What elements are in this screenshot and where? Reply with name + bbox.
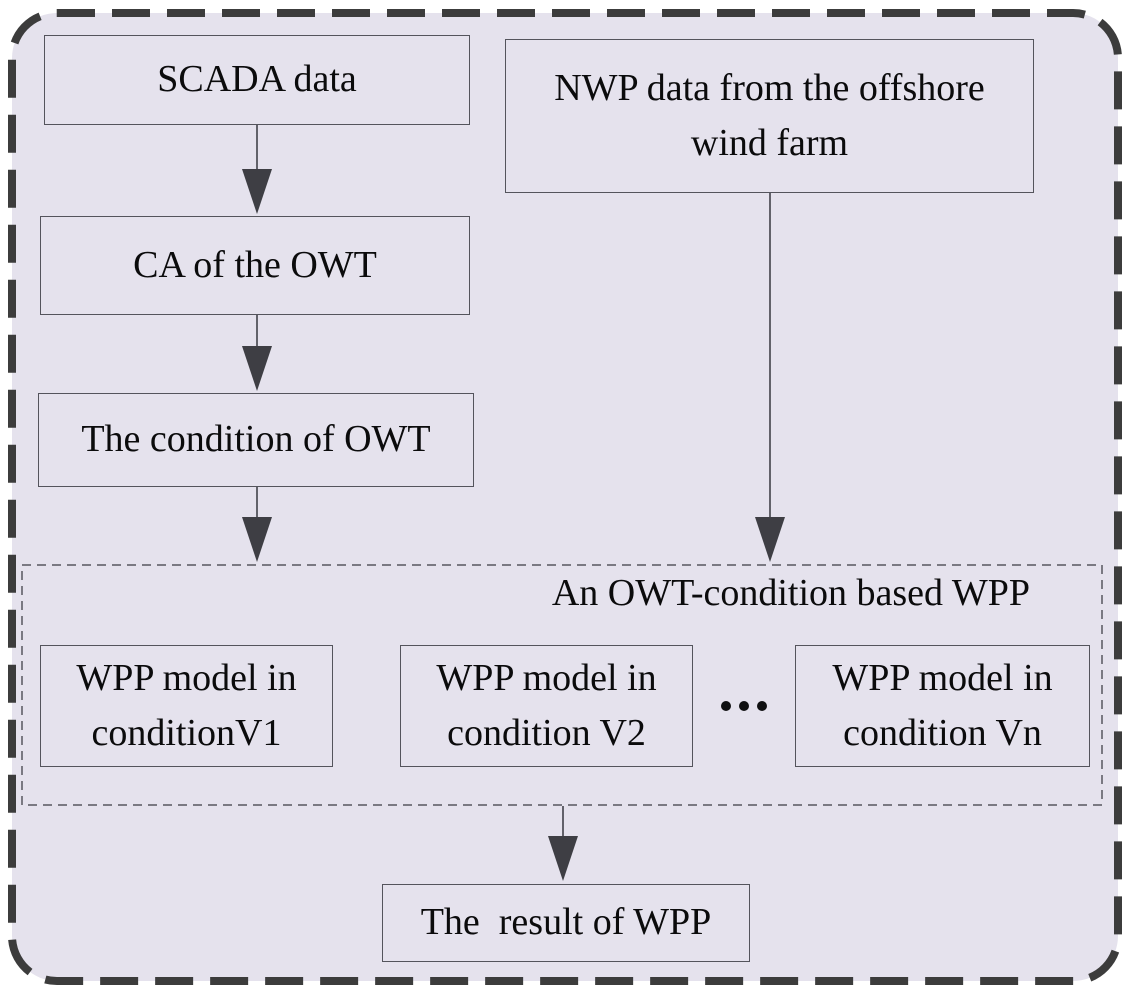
arrow-condition-to-group xyxy=(242,487,272,562)
node-ca-of-owt: CA of the OWT xyxy=(40,216,470,315)
node-scada-data: SCADA data xyxy=(44,35,470,125)
node-nwp-data-label: NWP data from the offshore wind farm xyxy=(554,66,995,164)
arrow-scada-to-ca xyxy=(242,125,272,214)
wpp-group-label: An OWT-condition based WPP xyxy=(551,572,1030,614)
node-condition-of-owt-label: The condition of OWT xyxy=(81,418,431,461)
node-wpp-model-v1-label: WPP model in conditionV1 xyxy=(76,656,307,754)
node-wpp-model-v1: WPP model in conditionV1 xyxy=(40,645,333,767)
node-condition-of-owt: The condition of OWT xyxy=(38,393,474,487)
node-result-of-wpp: The result of WPP xyxy=(382,884,750,962)
node-scada-data-label: SCADA data xyxy=(157,58,357,101)
ellipsis-dots xyxy=(700,645,788,767)
node-wpp-model-v2: WPP model in condition V2 xyxy=(400,645,693,767)
node-ca-of-owt-label: CA of the OWT xyxy=(133,243,377,286)
node-result-of-wpp-label: The result of WPP xyxy=(420,901,712,944)
ellipsis-dot xyxy=(757,701,767,711)
node-wpp-model-vn: WPP model in condition Vn xyxy=(795,645,1090,767)
arrow-group-to-result xyxy=(548,806,578,881)
node-nwp-data: NWP data from the offshore wind farm xyxy=(505,39,1034,193)
outer-dashed-frame xyxy=(8,9,1122,985)
node-wpp-model-vn-label: WPP model in condition Vn xyxy=(832,656,1063,754)
ellipsis-dot xyxy=(739,701,749,711)
wpp-group-dashed-border xyxy=(21,564,1103,806)
arrow-nwp-to-group xyxy=(755,193,785,562)
ellipsis-dot xyxy=(721,701,731,711)
node-wpp-model-v2-label: WPP model in condition V2 xyxy=(436,656,667,754)
arrow-ca-to-condition xyxy=(242,315,272,391)
